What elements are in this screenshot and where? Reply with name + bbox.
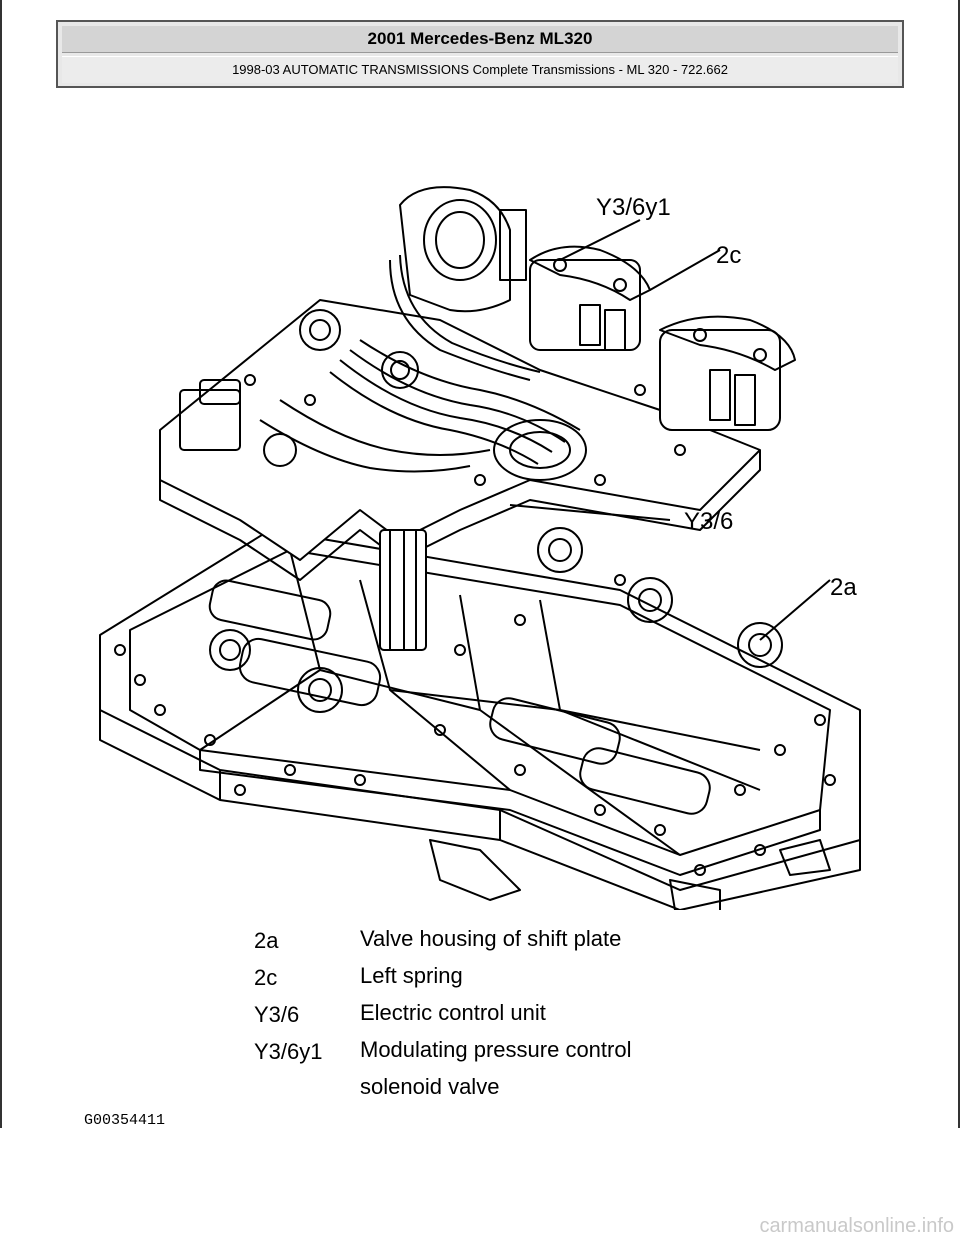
legend-row: Y3/6 Electric control unit [254, 1000, 754, 1039]
connector-housing [399, 186, 511, 313]
valve-body-drawing [99, 186, 861, 916]
valve-body-illustration: Y3/6y1 2c Y3/6 2a [60, 150, 900, 916]
housing-plate-edge [199, 750, 821, 876]
legend-row: 2c Left spring [254, 963, 754, 1002]
legend-description: Valve housing of shift plate [360, 926, 622, 951]
legend: 2a Valve housing of shift plate 2c Left … [254, 926, 754, 1113]
legend-code: 2a [254, 928, 279, 953]
spring-2c [529, 245, 651, 301]
page-frame [0, 0, 960, 1128]
legend-description: Modulating pressure control solenoid val… [360, 1037, 632, 1099]
legend-row: 2a Valve housing of shift plate [254, 926, 754, 965]
watermark: carmanualsonline.info [759, 1215, 954, 1237]
header-title: 2001 Mercedes-Benz ML320 [62, 26, 898, 53]
legend-code: Y3/6 [254, 1002, 300, 1027]
legend-code: Y3/6y1 [254, 1039, 323, 1064]
legend-description: Left spring [360, 963, 463, 988]
figure-id: G00354411 [84, 1112, 166, 1129]
callout-2c: 2c [716, 242, 742, 269]
legend-code: 2c [254, 965, 278, 990]
callout-y3-6y1: Y3/6y1 [596, 194, 671, 221]
header-subtitle: 1998-03 AUTOMATIC TRANSMISSIONS Complete… [62, 56, 898, 83]
callout-y3-6: Y3/6 [684, 508, 734, 535]
callout-2a: 2a [830, 574, 857, 601]
legend-row: Y3/6y1 Modulating pressure control solen… [254, 1037, 754, 1113]
document-header: 2001 Mercedes-Benz ML320 1998-03 AUTOMAT… [56, 20, 904, 88]
housing-plate [129, 549, 831, 856]
legend-description: Electric control unit [360, 1000, 546, 1025]
